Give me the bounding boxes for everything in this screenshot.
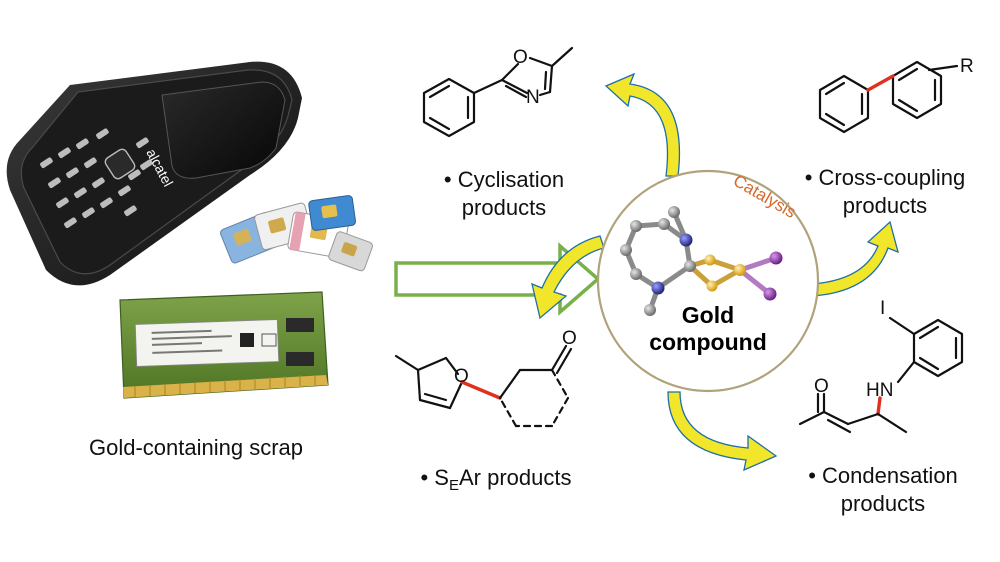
cross-coupling-line1: • Cross-coupling (804, 165, 966, 190)
sear-subscript: E (448, 477, 459, 494)
cyclisation-label: • Cyclisation products (404, 166, 604, 222)
cross-coupling-label: • Cross-coupling products (780, 164, 990, 220)
condensation-line1: • Condensation (808, 463, 958, 488)
catalysis-arrows (531, 72, 899, 472)
ram-module (119, 291, 329, 399)
cyclisation-molecule: O N (422, 46, 574, 138)
atom-o-label: O (513, 47, 528, 68)
atom-o-enone-label: O (814, 376, 829, 397)
gold-compound-line2: compound (649, 329, 767, 355)
gold-compound-title: Gold compound (628, 302, 788, 356)
sear-molecule: O O (394, 328, 577, 428)
atom-o-furan-label: O (454, 366, 469, 387)
scrap-caption: Gold-containing scrap (56, 434, 336, 462)
cross-coupling-line2: products (842, 193, 928, 218)
sim-cards (220, 195, 373, 272)
cyclisation-line2: products (461, 195, 547, 220)
gold-compound-line1: Gold (681, 302, 735, 328)
cross-coupling-molecule: R (818, 56, 974, 134)
atom-hn-label: HN (866, 380, 893, 401)
atom-o-ketone-label: O (562, 328, 577, 349)
cyclisation-line1: • Cyclisation (443, 167, 565, 192)
condensation-label: • Condensation products (778, 462, 988, 518)
condensation-molecule: I HN O (798, 298, 964, 434)
atom-r-label: R (960, 56, 974, 77)
scrap-caption-text: Gold-containing scrap (88, 435, 303, 460)
condensation-line2: products (840, 491, 926, 516)
atom-n-label: N (526, 87, 540, 108)
sear-label: • SEAr products (396, 464, 596, 500)
mobile-phone: alcatel (6, 61, 303, 286)
sear-rest: Ar products (459, 465, 572, 490)
phone-keypad (40, 128, 153, 229)
phone-dpad-icon (104, 148, 136, 180)
sear-bullet: • S (420, 465, 449, 490)
atom-i-label: I (880, 298, 885, 319)
gold-compound-structure (620, 206, 783, 316)
phone-screen (161, 81, 286, 179)
